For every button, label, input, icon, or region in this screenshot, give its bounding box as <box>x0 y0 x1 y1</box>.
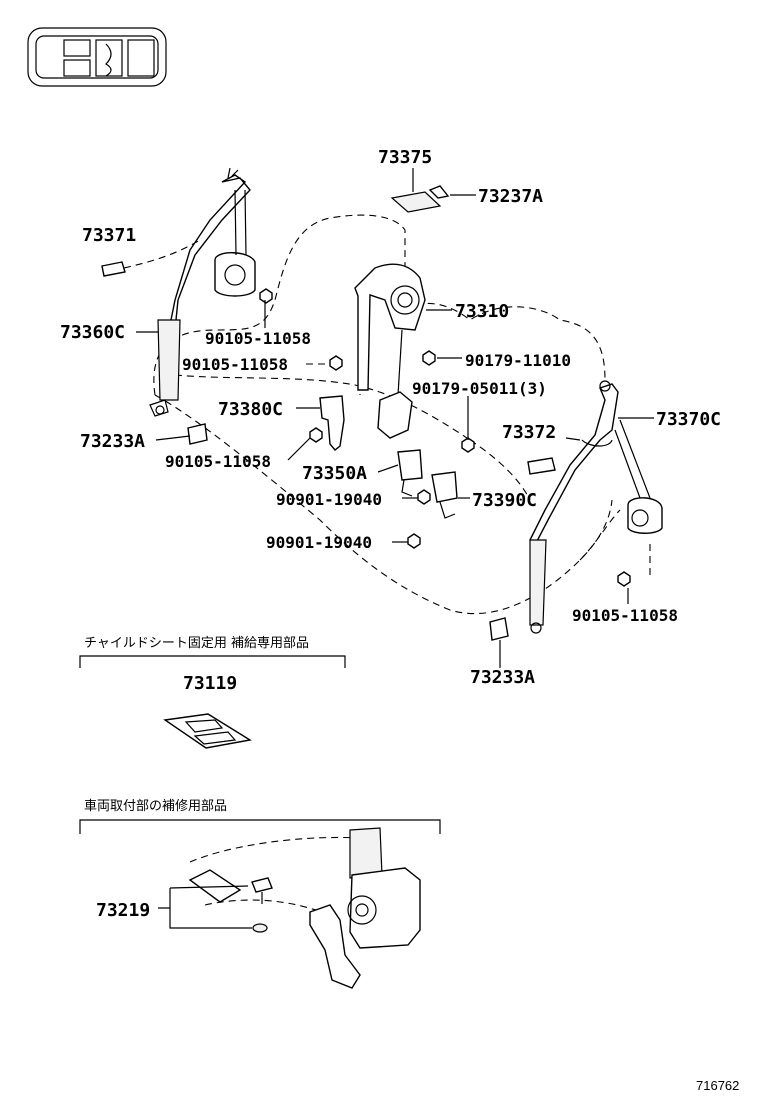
label-90105-11058-a: 90105-11058 <box>205 329 311 348</box>
label-90901-19040-b: 90901-19040 <box>266 533 372 552</box>
label-90179-05011: 90179-05011(3) <box>412 379 547 398</box>
label-73219: 73219 <box>96 900 150 921</box>
label-90105-11058-b: 90105-11058 <box>182 355 288 374</box>
part-73233A-right <box>489 617 509 641</box>
vehicle-mount-section <box>79 819 441 989</box>
part-73350A-buckle <box>397 449 423 497</box>
center-retractor-73310 <box>354 263 426 439</box>
label-73371: 73371 <box>82 225 136 246</box>
label-73375: 73375 <box>378 147 432 168</box>
label-73390C: 73390C <box>472 490 537 511</box>
part-73371-cover <box>101 261 126 277</box>
child-seat-section <box>79 655 346 749</box>
part-73375-cap <box>390 191 442 213</box>
label-73360C: 73360C <box>60 322 125 343</box>
label-73380C: 73380C <box>218 399 283 420</box>
seat-layout-icon <box>27 27 167 87</box>
caption-child-seat: チャイルドシート固定用 補給専用部品 <box>84 636 309 651</box>
part-73219-bolt <box>251 877 273 933</box>
label-90105-11058-c: 90105-11058 <box>165 452 271 471</box>
label-73372: 73372 <box>502 422 556 443</box>
part-73233A-left <box>187 423 208 445</box>
part-73390C-buckle <box>431 471 458 519</box>
label-90901-19040-a: 90901-19040 <box>276 490 382 509</box>
label-73233A-left: 73233A <box>80 431 145 452</box>
label-90105-11058-d: 90105-11058 <box>572 606 678 625</box>
left-seat-belt-73360C <box>149 167 273 417</box>
label-73119: 73119 <box>183 673 237 694</box>
leader-lines <box>123 168 654 668</box>
label-73310: 73310 <box>455 301 509 322</box>
part-73372-clip <box>527 457 556 475</box>
part-73380C-buckle <box>319 395 345 451</box>
label-90179-11010: 90179-11010 <box>465 351 571 370</box>
right-seat-belt-73370C <box>529 380 663 634</box>
caption-vehicle-mount: 車両取付部の補修用部品 <box>84 799 227 814</box>
label-73350A: 73350A <box>302 463 367 484</box>
part-73119-plate <box>163 713 252 749</box>
label-73233A-right: 73233A <box>470 667 535 688</box>
reference-number: 716762 <box>696 1078 739 1093</box>
label-73237A: 73237A <box>478 186 543 207</box>
label-73370C: 73370C <box>656 409 721 430</box>
part-73237A-clip <box>428 185 450 199</box>
